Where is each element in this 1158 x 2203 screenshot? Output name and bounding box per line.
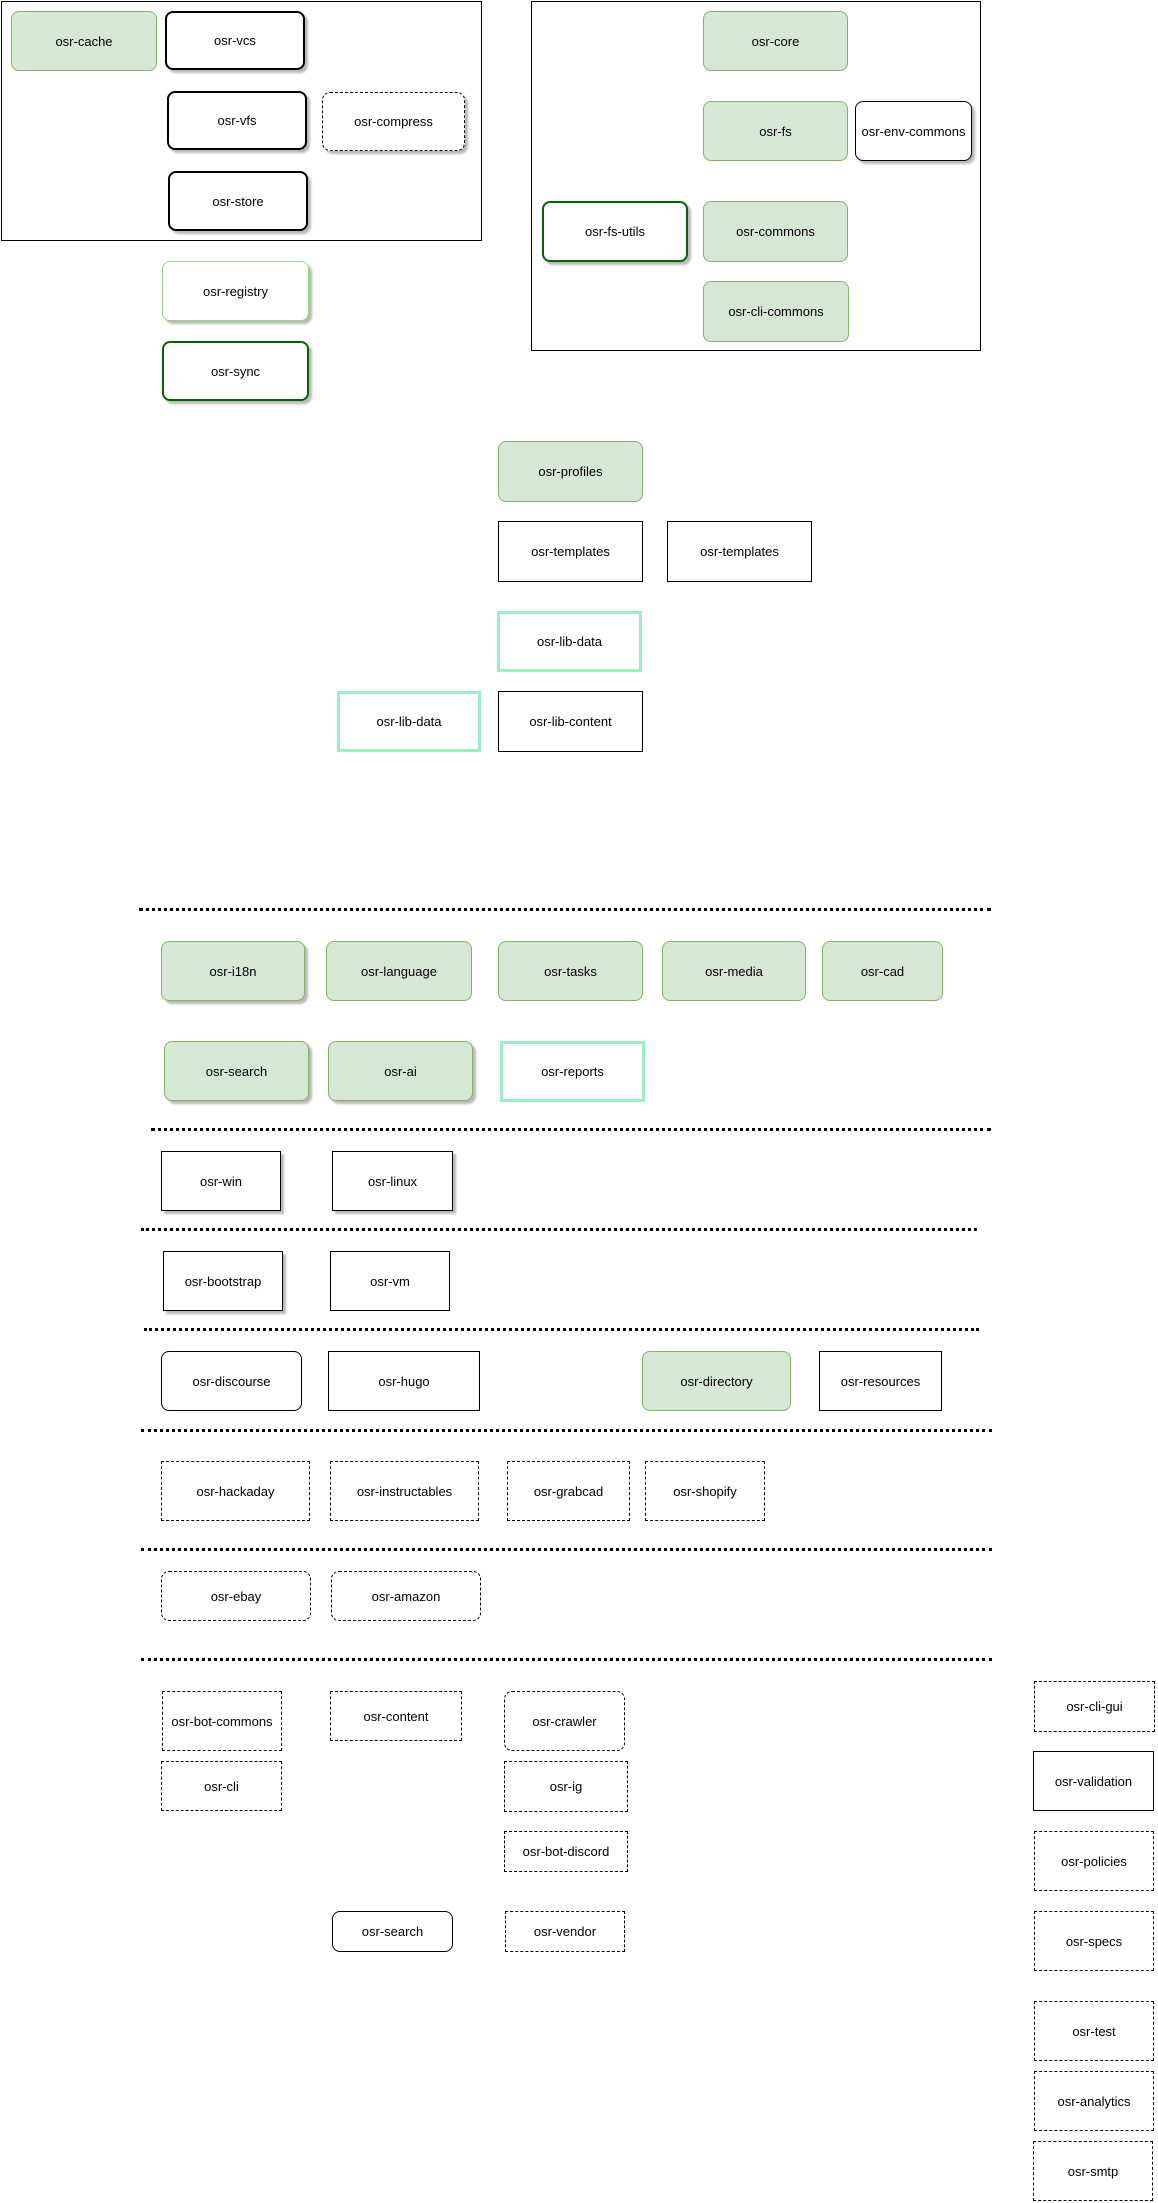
- separator-line: [141, 1228, 977, 1231]
- node-osr-compress[interactable]: osr-compress: [322, 92, 465, 151]
- node-osr-commons[interactable]: osr-commons: [703, 201, 848, 262]
- node-osr-cli[interactable]: osr-cli: [161, 1761, 282, 1811]
- node-osr-instructables[interactable]: osr-instructables: [330, 1461, 479, 1521]
- node-osr-directory[interactable]: osr-directory: [642, 1351, 791, 1411]
- separator-line: [141, 1429, 992, 1432]
- node-osr-fs-utils[interactable]: osr-fs-utils: [542, 201, 688, 262]
- node-osr-sync[interactable]: osr-sync: [162, 341, 309, 401]
- node-osr-crawler[interactable]: osr-crawler: [504, 1691, 625, 1751]
- node-osr-reports[interactable]: osr-reports: [500, 1041, 645, 1102]
- node-osr-env-commons[interactable]: osr-env-commons: [855, 101, 972, 161]
- node-osr-resources[interactable]: osr-resources: [819, 1351, 942, 1411]
- node-osr-cli-commons[interactable]: osr-cli-commons: [703, 281, 849, 342]
- node-osr-grabcad[interactable]: osr-grabcad: [507, 1461, 630, 1521]
- node-osr-templates[interactable]: osr-templates: [498, 521, 643, 582]
- node-osr-lib-data[interactable]: osr-lib-data: [497, 611, 642, 672]
- node-osr-analytics[interactable]: osr-analytics: [1034, 2071, 1154, 2131]
- node-osr-specs[interactable]: osr-specs: [1034, 1911, 1154, 1971]
- node-osr-discourse[interactable]: osr-discourse: [161, 1351, 302, 1411]
- node-osr-ai[interactable]: osr-ai: [328, 1041, 473, 1101]
- node-osr-shopify[interactable]: osr-shopify: [645, 1461, 765, 1521]
- node-osr-core[interactable]: osr-core: [703, 11, 848, 71]
- node-osr-media[interactable]: osr-media: [662, 941, 806, 1001]
- node-osr-test[interactable]: osr-test: [1034, 2001, 1154, 2061]
- separator-line: [151, 1128, 991, 1131]
- node-osr-search-2[interactable]: osr-search: [332, 1911, 453, 1952]
- node-osr-win[interactable]: osr-win: [161, 1151, 281, 1211]
- separator-line: [144, 1328, 979, 1331]
- node-osr-policies[interactable]: osr-policies: [1034, 1831, 1154, 1891]
- node-osr-vm[interactable]: osr-vm: [330, 1251, 450, 1311]
- node-osr-i18n[interactable]: osr-i18n: [161, 941, 305, 1001]
- node-osr-validation[interactable]: osr-validation: [1033, 1751, 1154, 1811]
- node-osr-ig[interactable]: osr-ig: [504, 1761, 628, 1812]
- node-osr-vfs[interactable]: osr-vfs: [167, 91, 307, 150]
- separator-line: [141, 1658, 992, 1661]
- group-core: [531, 1, 981, 351]
- node-osr-fs[interactable]: osr-fs: [703, 101, 848, 161]
- node-osr-language[interactable]: osr-language: [326, 941, 472, 1001]
- node-osr-templates-2[interactable]: osr-templates: [667, 521, 812, 582]
- node-osr-search[interactable]: osr-search: [164, 1041, 309, 1101]
- node-osr-bootstrap[interactable]: osr-bootstrap: [163, 1251, 283, 1311]
- node-osr-content[interactable]: osr-content: [330, 1691, 462, 1741]
- group-storage: [1, 1, 482, 241]
- node-osr-linux[interactable]: osr-linux: [332, 1151, 453, 1211]
- node-osr-vcs[interactable]: osr-vcs: [165, 11, 305, 70]
- node-osr-store[interactable]: osr-store: [168, 171, 308, 231]
- node-osr-cli-gui[interactable]: osr-cli-gui: [1034, 1681, 1155, 1732]
- node-osr-lib-data-2[interactable]: osr-lib-data: [337, 691, 481, 752]
- node-osr-tasks[interactable]: osr-tasks: [498, 941, 643, 1001]
- node-osr-hackaday[interactable]: osr-hackaday: [161, 1461, 310, 1521]
- separator-line: [139, 908, 991, 911]
- node-osr-registry[interactable]: osr-registry: [162, 261, 309, 321]
- node-osr-ebay[interactable]: osr-ebay: [161, 1571, 311, 1621]
- node-osr-profiles[interactable]: osr-profiles: [498, 441, 643, 502]
- node-osr-smtp[interactable]: osr-smtp: [1033, 2141, 1153, 2201]
- node-osr-bot-discord[interactable]: osr-bot-discord: [504, 1831, 628, 1872]
- node-osr-cad[interactable]: osr-cad: [822, 941, 943, 1001]
- node-osr-hugo[interactable]: osr-hugo: [328, 1351, 480, 1411]
- node-osr-amazon[interactable]: osr-amazon: [331, 1571, 481, 1621]
- node-osr-vendor[interactable]: osr-vendor: [505, 1911, 625, 1952]
- separator-line: [141, 1548, 992, 1551]
- node-osr-lib-content[interactable]: osr-lib-content: [498, 691, 643, 752]
- node-osr-bot-commons[interactable]: osr-bot-commons: [162, 1691, 282, 1751]
- node-osr-cache[interactable]: osr-cache: [11, 11, 157, 71]
